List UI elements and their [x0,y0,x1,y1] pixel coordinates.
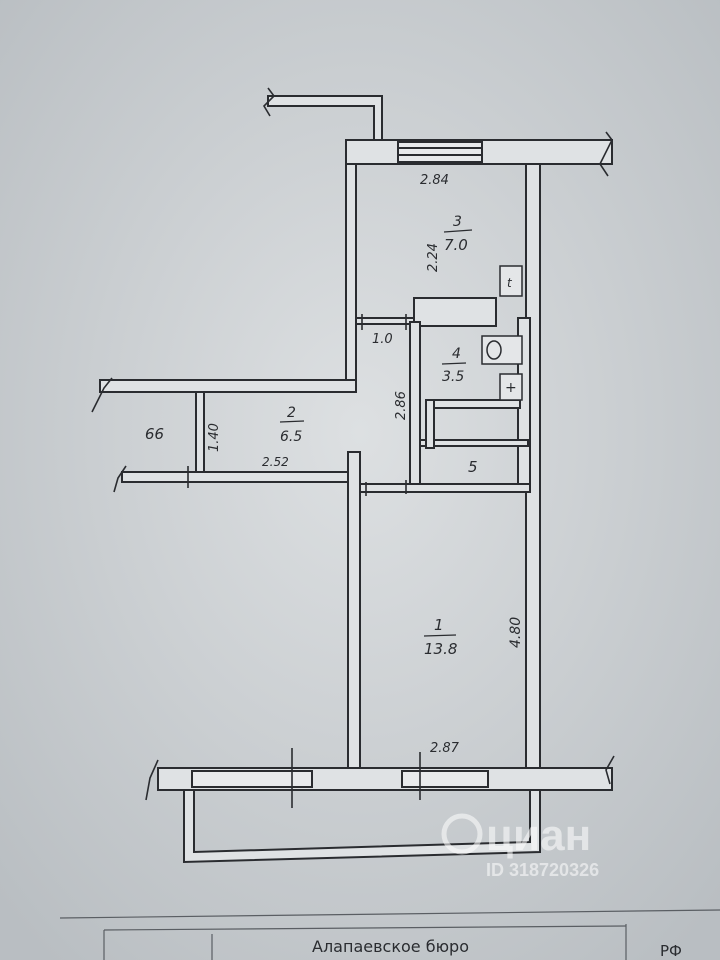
main-left-wall [347,451,361,771]
socket-label: + [505,380,517,396]
break-mark [262,87,276,117]
dim-bath-depth: 2.86 [394,391,409,420]
room-4-number: 4 [452,346,461,362]
dim-bottom-width: 2.87 [430,741,460,756]
stamp-row-rule [103,925,627,931]
dimension-labels: 2.84 2.24 1.0 2.86 2.52 1.40 99 4.80 2.8… [145,173,524,756]
room-5-number: 5 [468,458,478,476]
wc-box [413,297,497,327]
dim-wc-width: 1.0 [372,332,393,347]
stamp-top-rule [59,909,720,919]
room-2-fraction-bar [279,420,305,423]
bottom-window-right [401,770,489,788]
balcony [183,789,541,864]
room-1-area: 13.8 [424,640,457,658]
title-stamp [59,909,720,960]
kitchen-left-wall [345,163,357,391]
room-1-fraction-bar [423,634,457,637]
break-mark [91,377,113,413]
room-4-fraction-bar [441,362,467,365]
bath-divider [419,439,529,447]
walls [99,95,613,864]
dim-top-width: 2.84 [420,173,449,188]
break-mark [145,759,159,801]
bath-left-wall [409,321,421,489]
dim-main-depth: 4.80 [508,617,524,648]
watermark-id: ID 318720326 [486,860,599,880]
toilet-bowl [486,340,502,360]
bath-divider [429,399,521,409]
room-3-area: 7.0 [444,236,468,254]
closet-bottom-wall [359,483,531,493]
corridor-bottom-wall [121,471,351,483]
room-3-number: 3 [453,214,462,230]
room-4-area: 3.5 [442,369,464,385]
stamp-corner: РФ [660,942,682,960]
watermark: циан ID 318720326 [441,811,599,880]
room-2-number: 2 [287,405,296,421]
bath-inner-wall [425,399,435,449]
fixtures: t + [481,265,523,401]
bottom-window-left [191,770,313,788]
room-labels: 3 7.0 4 3.5 2 6.5 1 13.8 5 [279,214,478,658]
room-2-area: 6.5 [280,429,302,445]
top-box [499,265,523,297]
corridor-top-wall [99,379,357,393]
break-marks [91,87,615,808]
top-box-label: t [507,276,513,290]
socket-box [499,373,523,401]
room-1-number: 1 [434,616,444,634]
dim-corridor-width: 2.52 [262,455,289,469]
watermark-brand: циан [486,811,591,860]
stamp-bureau: Алапаевское бюро [312,937,469,956]
room-3-fraction-bar [443,229,473,233]
dim-side-mark: 99 [145,424,164,442]
break-mark [605,755,615,785]
break-mark [599,131,613,177]
corridor-partition [195,391,205,473]
break-mark [113,465,127,493]
top-window [397,141,483,163]
watermark-logo-icon [441,813,483,855]
dim-kitchen-depth: 2.24 [426,243,441,272]
dim-corridor-depth: 1.40 [207,423,222,452]
